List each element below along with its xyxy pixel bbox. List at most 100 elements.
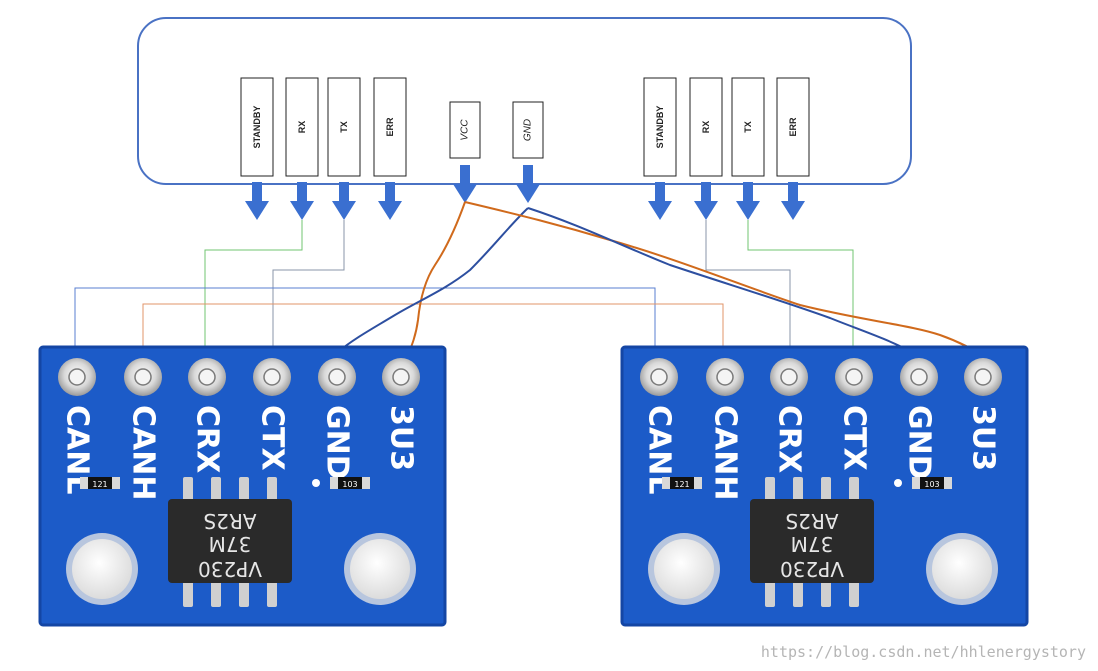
chip-leg bbox=[239, 579, 249, 607]
pin-hole bbox=[328, 368, 346, 386]
mcu-pin-box bbox=[240, 77, 274, 177]
pin-hole bbox=[780, 368, 798, 386]
wire-vcc-module2 bbox=[464, 201, 991, 361]
down-arrow-icon bbox=[453, 165, 477, 203]
chip-leg bbox=[211, 477, 221, 505]
pin-hole bbox=[845, 368, 863, 386]
pin-silkscreen-label: CRX bbox=[772, 405, 807, 473]
chip-leg bbox=[765, 579, 775, 607]
pin-hole bbox=[974, 368, 992, 386]
pin-silkscreen-label: 3U3 bbox=[966, 405, 1001, 471]
pin-hole bbox=[263, 368, 281, 386]
pin1-marker bbox=[312, 479, 320, 487]
resistor-code: 121 bbox=[674, 480, 689, 489]
chip-leg bbox=[793, 477, 803, 505]
wire-gnd-module2 bbox=[527, 207, 913, 353]
wire-canh-bus bbox=[142, 303, 724, 360]
pin-hole bbox=[716, 368, 734, 386]
mcu-pin-group: STANDBY RX TX ERR STANDBY RX TX ERR VCC GND bbox=[240, 77, 810, 220]
wire-tx2-ctx bbox=[747, 220, 854, 358]
down-arrow-icon bbox=[648, 182, 672, 220]
mcu-pin-box bbox=[643, 77, 677, 177]
transceiver-chip bbox=[168, 499, 292, 583]
down-arrow-icon bbox=[245, 182, 269, 220]
mcu-pin-box bbox=[285, 77, 319, 177]
mcu-pin-label: TX bbox=[743, 121, 753, 133]
pin-hole bbox=[650, 368, 668, 386]
mcu-pin-label: VCC bbox=[460, 119, 471, 141]
pin-silkscreen-label: 3U3 bbox=[384, 405, 419, 471]
wire-gnd-module1 bbox=[337, 207, 529, 353]
wire-rx2-crx bbox=[705, 220, 791, 358]
pin-hole bbox=[68, 368, 86, 386]
chip-leg bbox=[239, 477, 249, 505]
resistor-code: 103 bbox=[924, 480, 939, 489]
pin-silkscreen-label: CANH bbox=[708, 405, 743, 500]
down-arrow-icon bbox=[694, 182, 718, 220]
chip-marking: VP230 bbox=[780, 557, 844, 581]
mcu-pin-label: GND bbox=[523, 119, 534, 141]
pin1-marker bbox=[894, 479, 902, 487]
chip-leg bbox=[183, 579, 193, 607]
mcu-pin-label: STANDBY bbox=[252, 106, 262, 149]
wire-tx1-ctx bbox=[272, 220, 345, 358]
down-arrow-icon bbox=[516, 165, 540, 203]
wire-group bbox=[74, 201, 991, 361]
down-arrow-icon bbox=[332, 182, 356, 220]
chip-leg bbox=[211, 579, 221, 607]
smd-resistor: 121 bbox=[80, 477, 120, 489]
chip-leg bbox=[765, 477, 775, 505]
chip-leg bbox=[267, 579, 277, 607]
resistor-code: 121 bbox=[92, 480, 107, 489]
down-arrow-icon bbox=[781, 182, 805, 220]
mcu-pin-box bbox=[327, 77, 361, 177]
pin-hole bbox=[392, 368, 410, 386]
chip-leg bbox=[849, 477, 859, 505]
pin-silkscreen-label: GND bbox=[902, 405, 937, 480]
chip-leg bbox=[183, 477, 193, 505]
chip-leg bbox=[821, 477, 831, 505]
chip-leg bbox=[849, 579, 859, 607]
pin-silkscreen-label: GND bbox=[320, 405, 355, 480]
pin-silkscreen-label: CANH bbox=[126, 405, 161, 500]
chip-leg bbox=[267, 477, 277, 505]
mcu-pin-box bbox=[731, 77, 765, 177]
mcu-pin-box bbox=[373, 77, 407, 177]
mcu-pin-label: ERR bbox=[788, 117, 798, 137]
mcu-pin-label: STANDBY bbox=[655, 106, 665, 149]
chip-marking: VP230 bbox=[198, 557, 262, 581]
mcu-pin-label: TX bbox=[339, 121, 349, 133]
mcu-pin-box bbox=[512, 101, 544, 159]
transceiver-chip bbox=[750, 499, 874, 583]
pin-hole bbox=[198, 368, 216, 386]
chip-marking: 37M bbox=[791, 532, 834, 556]
pin-hole bbox=[134, 368, 152, 386]
down-arrow-icon bbox=[290, 182, 314, 220]
mcu-pin-box bbox=[776, 77, 810, 177]
mcu-pin-label: ERR bbox=[385, 117, 395, 137]
chip-marking: AR2S bbox=[204, 509, 257, 533]
chip-leg bbox=[793, 579, 803, 607]
smd-resistor: 103 bbox=[330, 477, 370, 489]
down-arrow-icon bbox=[736, 182, 760, 220]
wire-canl-bus bbox=[74, 287, 656, 360]
pin-silkscreen-label: CRX bbox=[190, 405, 225, 473]
mcu-pin-label: RX bbox=[297, 121, 307, 134]
pin-silkscreen-label: CTX bbox=[837, 405, 872, 471]
pin-silkscreen-label: CTX bbox=[255, 405, 290, 471]
smd-resistor: 103 bbox=[912, 477, 952, 489]
wire-rx1-crx bbox=[204, 220, 303, 358]
mcu-pin-label: RX bbox=[701, 121, 711, 134]
chip-leg bbox=[821, 579, 831, 607]
chip-marking: 37M bbox=[209, 532, 252, 556]
mcu-pin-box bbox=[449, 101, 481, 159]
resistor-code: 103 bbox=[342, 480, 357, 489]
chip-marking: AR2S bbox=[786, 509, 839, 533]
smd-resistor: 121 bbox=[662, 477, 702, 489]
mcu-pin-box bbox=[689, 77, 723, 177]
watermark-text: https://blog.csdn.net/hhlenergystory bbox=[760, 643, 1086, 661]
